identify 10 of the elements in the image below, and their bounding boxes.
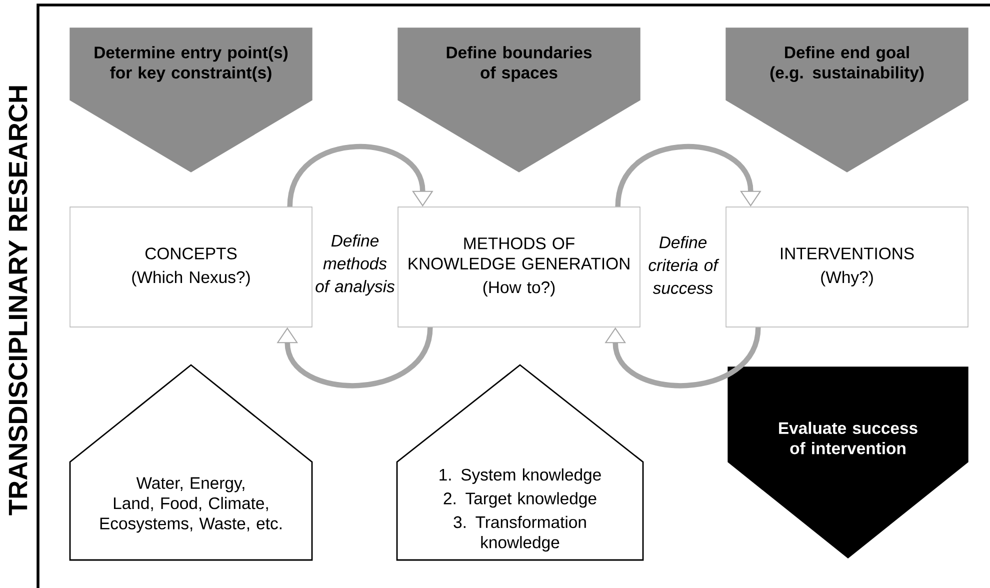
curved-arrow [287, 144, 434, 208]
curved-arrow [276, 326, 433, 388]
step-label: Define methods of analysis [316, 234, 395, 296]
curved-arrow [615, 144, 762, 208]
concept-box: INTERVENTIONS (Why?) [726, 206, 968, 328]
side-title: TRANSDISCIPLINARY RESEARCH [8, 86, 28, 516]
concept-box: METHODS OF KNOWLEDGE GENERATION (How to?) [398, 206, 640, 328]
curved-arrow [604, 326, 761, 388]
step-label: Define criteria of success [648, 236, 720, 294]
concept-box: CONCEPTS (Which Nexus?) [70, 206, 312, 328]
